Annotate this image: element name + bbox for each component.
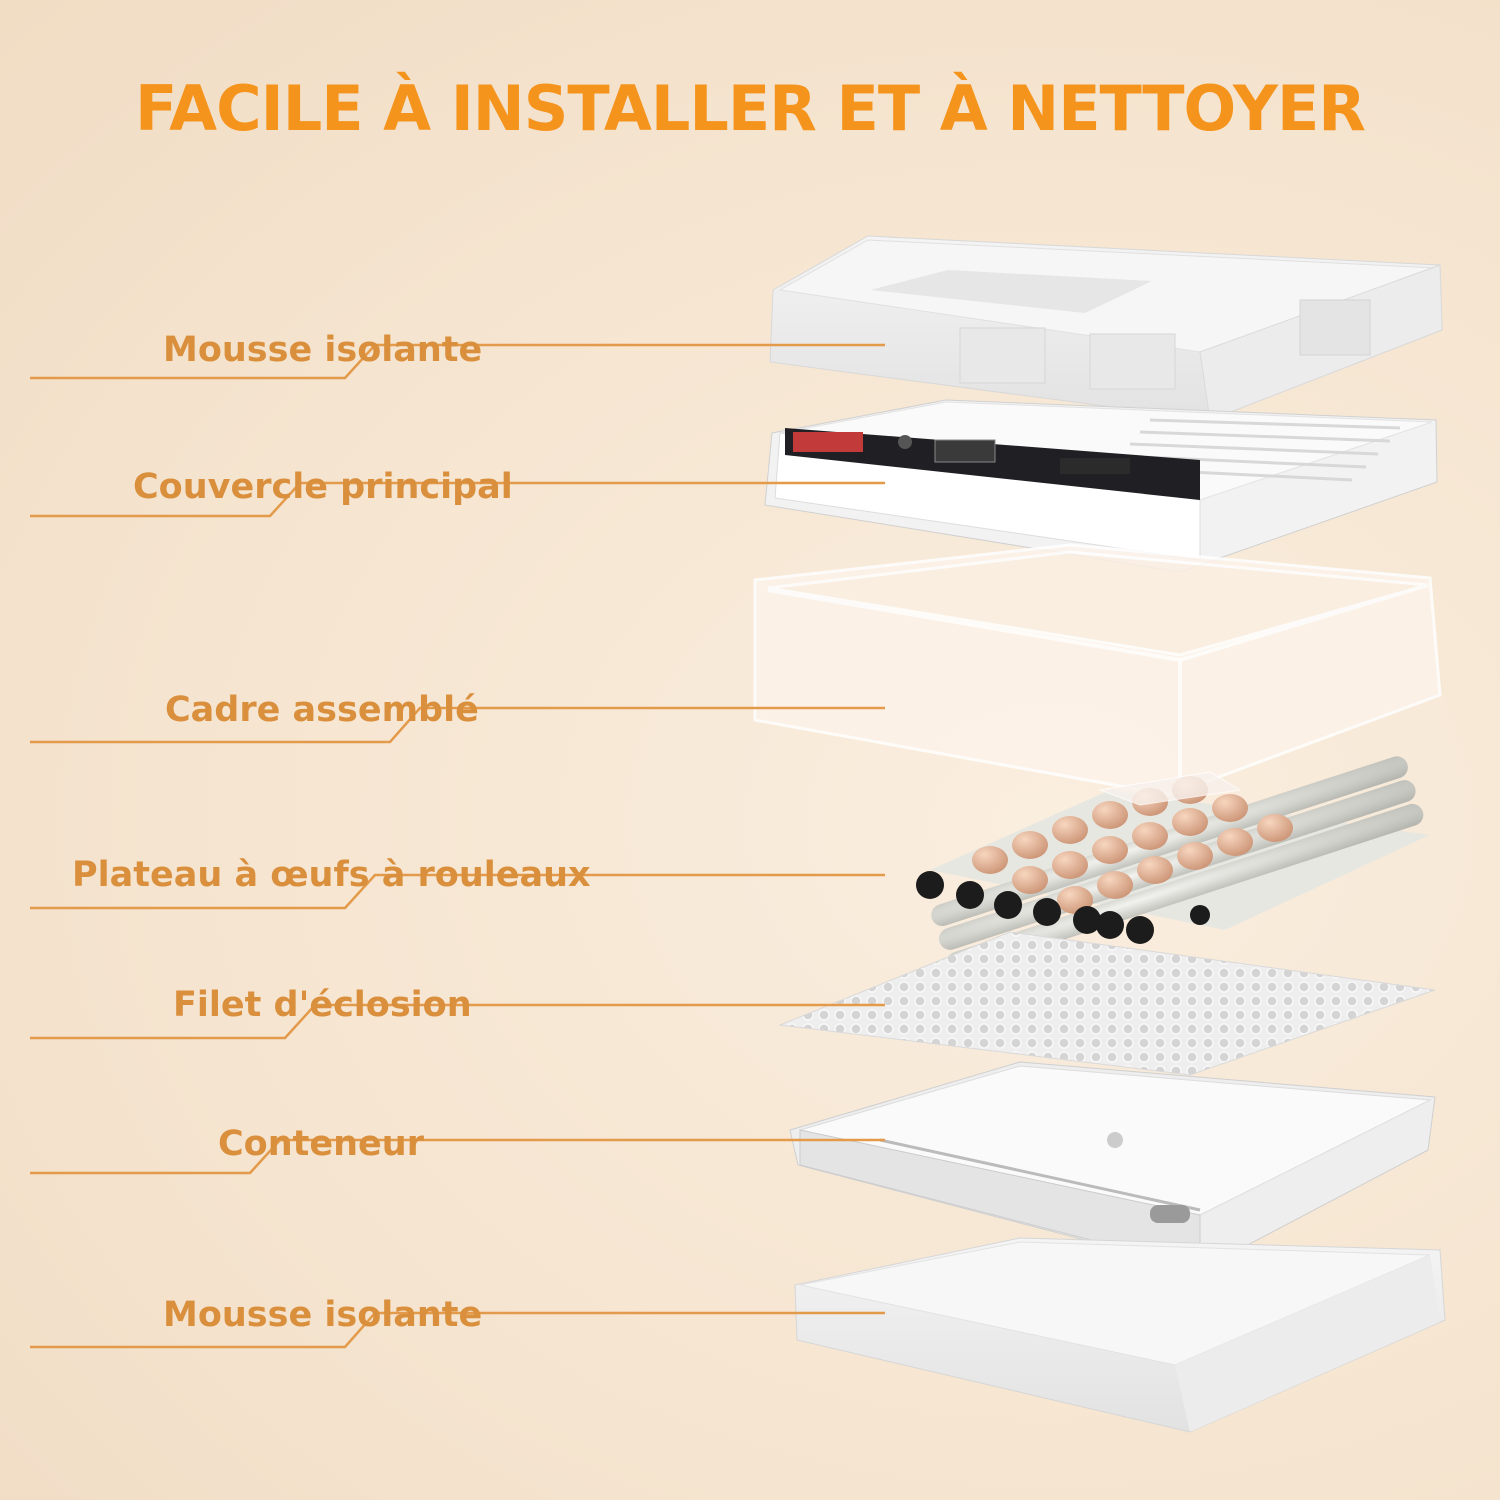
part-label-hatching-net: Filet d'éclosion [173, 985, 472, 1025]
leader-line-3 [30, 706, 885, 744]
top-insulation-foam [769, 235, 1443, 421]
leader-lines [30, 343, 885, 1349]
part-label-assembled-frame: Cadre assemblé [165, 690, 479, 730]
leader-line-1 [30, 343, 885, 380]
container [789, 1061, 1436, 1271]
part-label-top-insulation-foam: Mousse isolante [163, 330, 483, 370]
assembled-frame [753, 543, 1442, 797]
control-panel-label-icon [793, 432, 863, 452]
leader-line-4 [30, 873, 885, 910]
page-title: FACILE À INSTALLER ET À NETTOYER [134, 72, 1366, 145]
main-cover [764, 399, 1438, 573]
roller-end-caps [916, 871, 1210, 944]
leader-line-5 [30, 1003, 885, 1040]
bottom-insulation-foam [794, 1237, 1446, 1433]
part-label-container: Conteneur [218, 1124, 424, 1164]
leader-line-2 [30, 481, 885, 518]
part-label-bottom-insulation-foam: Mousse isolante [163, 1295, 483, 1335]
part-label-main-cover: Couvercle principal [133, 467, 513, 507]
egg-roller-tray [916, 756, 1430, 974]
leader-line-7 [30, 1311, 885, 1349]
hatching-net [778, 931, 1436, 1076]
leader-line-6 [30, 1138, 885, 1175]
part-label-egg-roller-tray: Plateau à œufs à rouleaux [72, 855, 591, 895]
